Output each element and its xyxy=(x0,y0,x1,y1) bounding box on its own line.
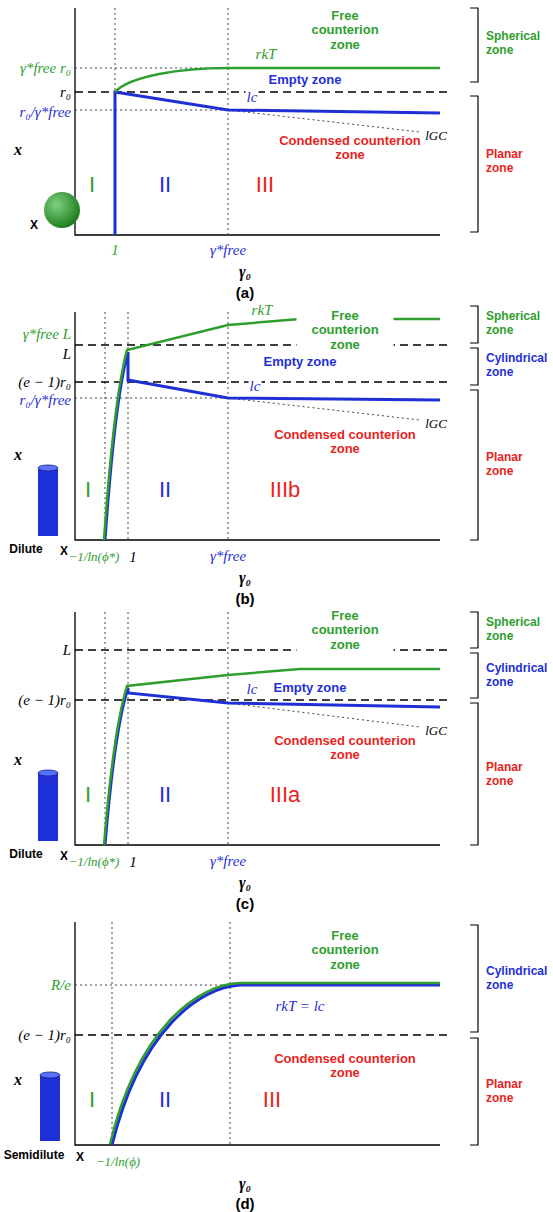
axis-label: γ₀ xyxy=(238,1175,252,1193)
concentration-label: Dilute xyxy=(8,848,43,861)
axis-label: x xyxy=(13,1071,23,1089)
region-numeral: I xyxy=(84,478,92,502)
bracket-label: Planar zone xyxy=(485,761,551,789)
axis-tick: γ*free xyxy=(209,548,247,565)
region-numeral: II xyxy=(158,478,172,502)
axis-tick: −1/ln(ϕ*) xyxy=(68,855,121,869)
region-numeral: III xyxy=(262,1088,282,1112)
axis-tick: R/e xyxy=(50,977,72,994)
axis-label: γ₀ xyxy=(238,874,252,892)
bracket-label: Cylindrical zone xyxy=(485,352,551,380)
axis-tick: L xyxy=(62,346,72,363)
curve-label: lGC xyxy=(424,724,448,738)
bracket-label: Planar zone xyxy=(485,148,551,176)
zone-label: Free counterion zone xyxy=(297,309,394,352)
curve-label: lc xyxy=(246,89,259,106)
axis-tick: γ*free xyxy=(209,242,247,259)
zone-label: Condensed counterion zone xyxy=(259,1052,431,1081)
zone-label: Condensed counterion zone xyxy=(259,428,431,457)
axis-tick: γ*free L xyxy=(22,326,72,343)
bracket-label: Planar zone xyxy=(485,451,551,479)
zone-label: Free counterion zone xyxy=(297,9,394,52)
bracket-label: Cylindrical zone xyxy=(485,662,551,690)
axis-tick: L xyxy=(62,642,72,659)
curve-label: lc xyxy=(249,378,262,395)
region-numeral: IIIa xyxy=(269,783,302,807)
concentration-label: Semidilute xyxy=(3,1149,66,1162)
axis-tick: r₀/γ*free xyxy=(19,104,72,121)
region-numeral: I xyxy=(88,1088,96,1112)
zone-label: Free counterion zone xyxy=(297,609,394,652)
axis-tick: r₀/γ*free xyxy=(19,392,72,409)
region-numeral: II xyxy=(158,783,172,807)
region-numeral: I xyxy=(88,173,96,197)
panel-caption: (b) xyxy=(234,591,255,608)
bracket-label: Spherical zone xyxy=(485,30,551,58)
curve-label: lc xyxy=(246,681,259,698)
curve-label: rkT xyxy=(251,302,274,319)
panel-caption: (d) xyxy=(234,1196,255,1212)
axis-label: x xyxy=(13,751,23,769)
axis-tick: (e − 1)r₀ xyxy=(17,1027,72,1044)
bracket-label: Cylindrical zone xyxy=(485,965,551,993)
zone-label: Empty zone xyxy=(263,355,338,369)
axis-tick: (e − 1)r₀ xyxy=(17,374,72,391)
axis-tick: (e − 1)r₀ xyxy=(17,692,72,709)
zone-label: Condensed counterion zone xyxy=(259,734,431,763)
axis-mark: X xyxy=(75,1151,85,1164)
zone-label: Empty zone xyxy=(268,73,343,87)
axis-label: γ₀ xyxy=(238,263,252,281)
panel-caption: (a) xyxy=(235,285,255,302)
region-numeral: II xyxy=(158,173,172,197)
axis-tick: γ*free r₀ xyxy=(19,60,72,77)
curve-label: rkT xyxy=(255,46,278,63)
axis-mark: X xyxy=(29,219,39,232)
region-numeral: I xyxy=(84,783,92,807)
panel-caption: (c) xyxy=(235,896,255,913)
region-numeral: II xyxy=(158,1088,172,1112)
concentration-label: Dilute xyxy=(8,543,43,556)
axis-tick: 1 xyxy=(128,549,138,566)
axis-tick: 1 xyxy=(110,242,120,259)
curve-label: rkT = lc xyxy=(274,998,325,1015)
bracket-label: Spherical zone xyxy=(485,616,551,644)
axis-tick: 1 xyxy=(128,854,138,871)
curve-label: lGC xyxy=(424,417,448,431)
zone-label: Condensed counterion zone xyxy=(264,134,436,163)
axis-label: γ₀ xyxy=(238,569,252,587)
bracket-label: Spherical zone xyxy=(485,310,551,338)
axis-label: x xyxy=(13,446,23,464)
bracket-label: Planar zone xyxy=(485,1078,551,1106)
zone-label: Free counterion zone xyxy=(297,929,394,972)
region-numeral: III xyxy=(255,173,275,197)
region-numeral: IIIb xyxy=(269,478,302,502)
zone-label: Empty zone xyxy=(273,681,348,695)
axis-tick: r₀ xyxy=(59,84,72,101)
axis-tick: γ*free xyxy=(209,853,247,870)
axis-tick: −1/ln(ϕ*) xyxy=(68,550,121,564)
axis-tick: −1/ln(ϕ) xyxy=(95,1155,141,1169)
axis-label: x xyxy=(13,141,23,159)
curve-label: lGC xyxy=(424,129,448,143)
